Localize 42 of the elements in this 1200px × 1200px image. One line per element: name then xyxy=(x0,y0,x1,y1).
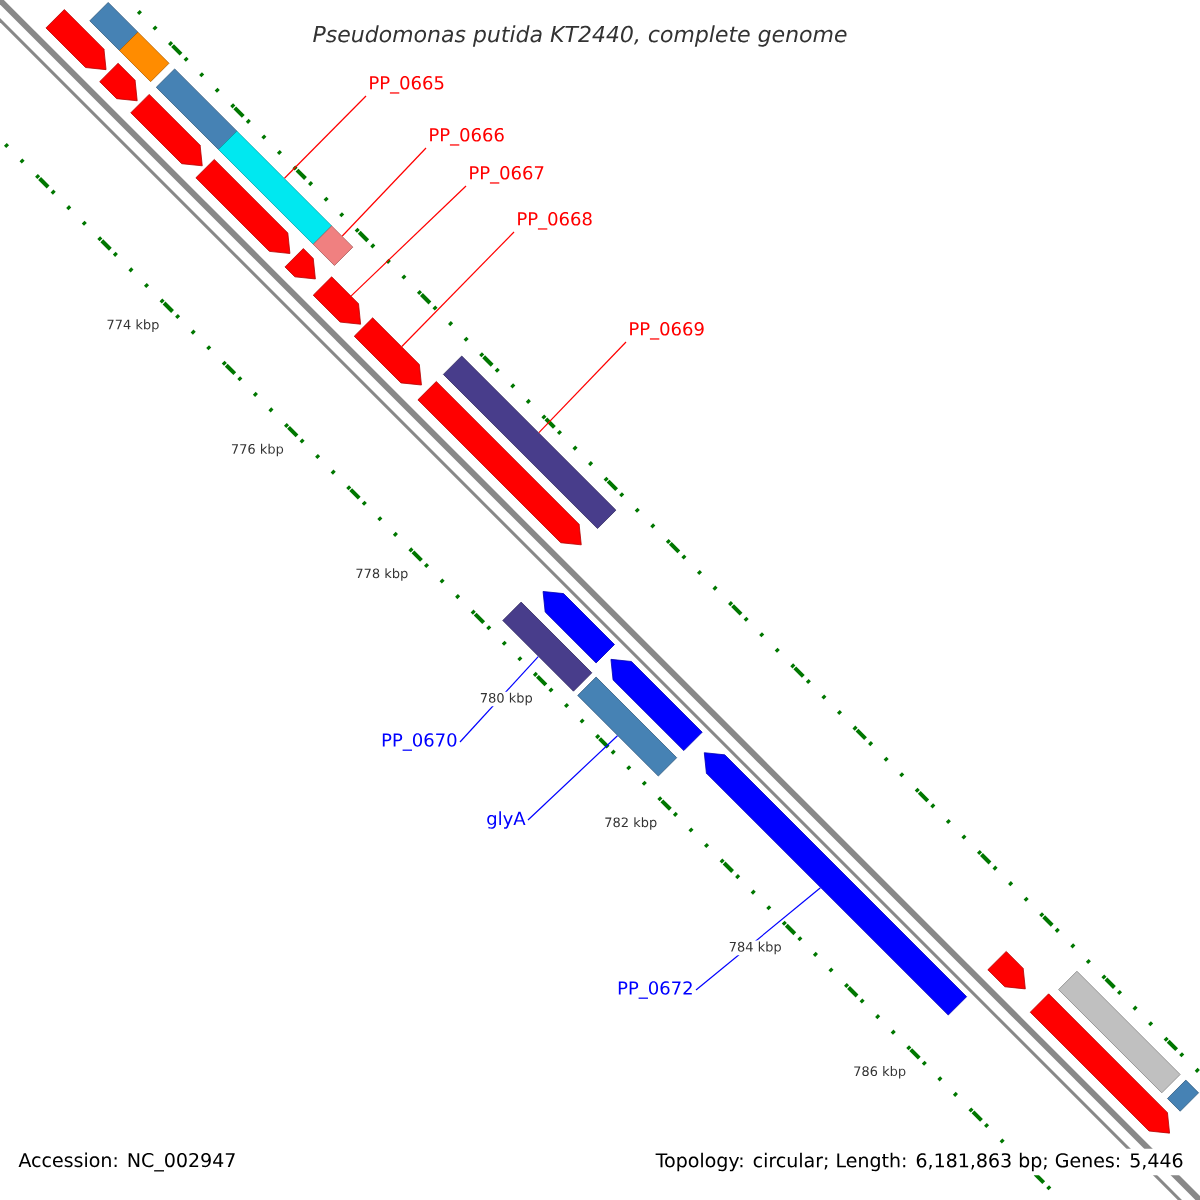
gene-label: PP_0666 xyxy=(430,128,504,146)
genome-info-text: Topology: circular; Length: 6,181,863 bp; Genes: 5,446 xyxy=(651,1148,1188,1176)
gene-bar xyxy=(1058,970,1181,1094)
leader-line xyxy=(401,231,515,348)
gene-label: PP_0669 xyxy=(630,322,704,340)
gene-label: PP_0667 xyxy=(470,166,544,184)
gene-bar xyxy=(89,2,139,51)
leader-line xyxy=(350,185,467,297)
gene-bar xyxy=(218,130,333,245)
leader-line xyxy=(341,147,427,237)
gene-bar xyxy=(130,93,203,167)
gene-label: PP_0670 xyxy=(382,733,457,751)
gene-bar xyxy=(542,591,615,664)
gene-label: PP_0665 xyxy=(370,76,444,94)
gene-bar xyxy=(577,676,678,777)
gene-bar xyxy=(155,68,238,150)
gene-bar xyxy=(442,355,617,529)
leader-line xyxy=(538,341,627,434)
gene-bar xyxy=(195,159,291,254)
gene-bar xyxy=(99,62,138,102)
accession-text: Accession: NC_002947 xyxy=(18,1152,235,1172)
gene-bar xyxy=(502,601,593,692)
gene-bar xyxy=(1029,993,1170,1134)
gene-bar xyxy=(45,9,107,71)
title: Pseudomonas putida KT2440, complete genome xyxy=(313,25,847,47)
gene-bar xyxy=(703,752,968,1016)
gene-bar xyxy=(353,317,422,386)
gene-label: PP_0668 xyxy=(518,212,592,230)
gene-label: glyA xyxy=(487,811,526,829)
gene-bar xyxy=(312,276,361,325)
gene-bar xyxy=(417,381,582,546)
gene-bar xyxy=(1167,1079,1199,1112)
gene-bar xyxy=(284,248,316,280)
gene-label: PP_0672 xyxy=(618,981,692,999)
gene-bar xyxy=(312,225,354,266)
leader-line xyxy=(695,887,822,991)
leader-line xyxy=(283,95,367,179)
gene-bar xyxy=(610,658,703,751)
gene-bar xyxy=(987,951,1026,990)
leader-line xyxy=(527,735,619,821)
gene-bar xyxy=(119,31,170,83)
leader-line xyxy=(459,655,539,743)
